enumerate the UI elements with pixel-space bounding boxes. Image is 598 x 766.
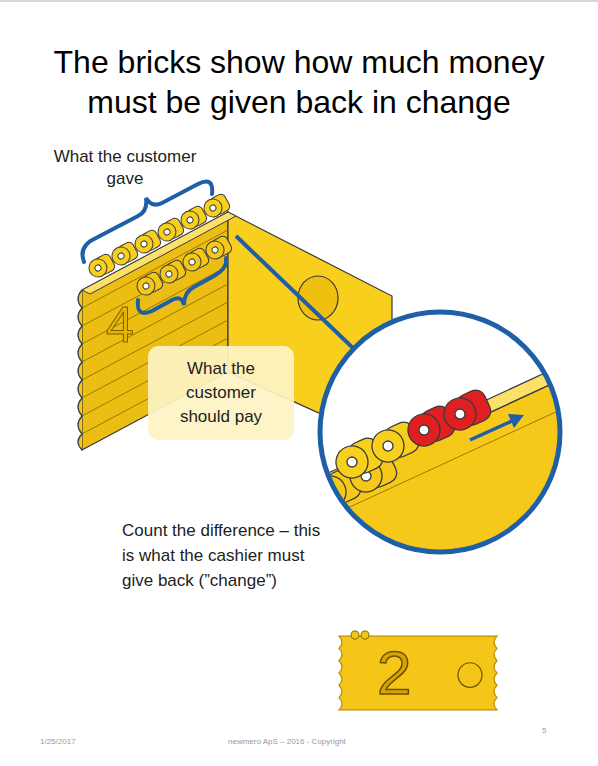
instruction-text: Count the difference – this is what the … — [122, 518, 327, 593]
footer-copyright: newmero ApS – 2016 - Copyright — [228, 737, 346, 747]
magnifier-leader — [236, 236, 354, 349]
card-shape — [333, 632, 503, 714]
change-card: 2 — [333, 632, 503, 714]
note-box: What the customer should pay — [148, 346, 294, 440]
callout-text: What the customer gave — [52, 146, 198, 190]
brick-top-edge — [82, 212, 236, 294]
page-number: 5 — [542, 726, 546, 736]
brace-gave — [83, 182, 213, 262]
brace-pay — [138, 258, 226, 313]
footer-date: 1/25/2017 — [40, 737, 76, 747]
magnifier-ring — [320, 312, 560, 552]
card-amount: 2 — [377, 640, 411, 706]
brick-wavy-edge — [78, 290, 82, 450]
roller-row-pay — [134, 235, 234, 299]
top-rule — [0, 0, 598, 2]
price-digit: 4 — [100, 298, 140, 352]
note-text: What the customer should pay — [165, 357, 277, 429]
slide-title: The bricks show how much money must be g… — [29, 42, 569, 122]
